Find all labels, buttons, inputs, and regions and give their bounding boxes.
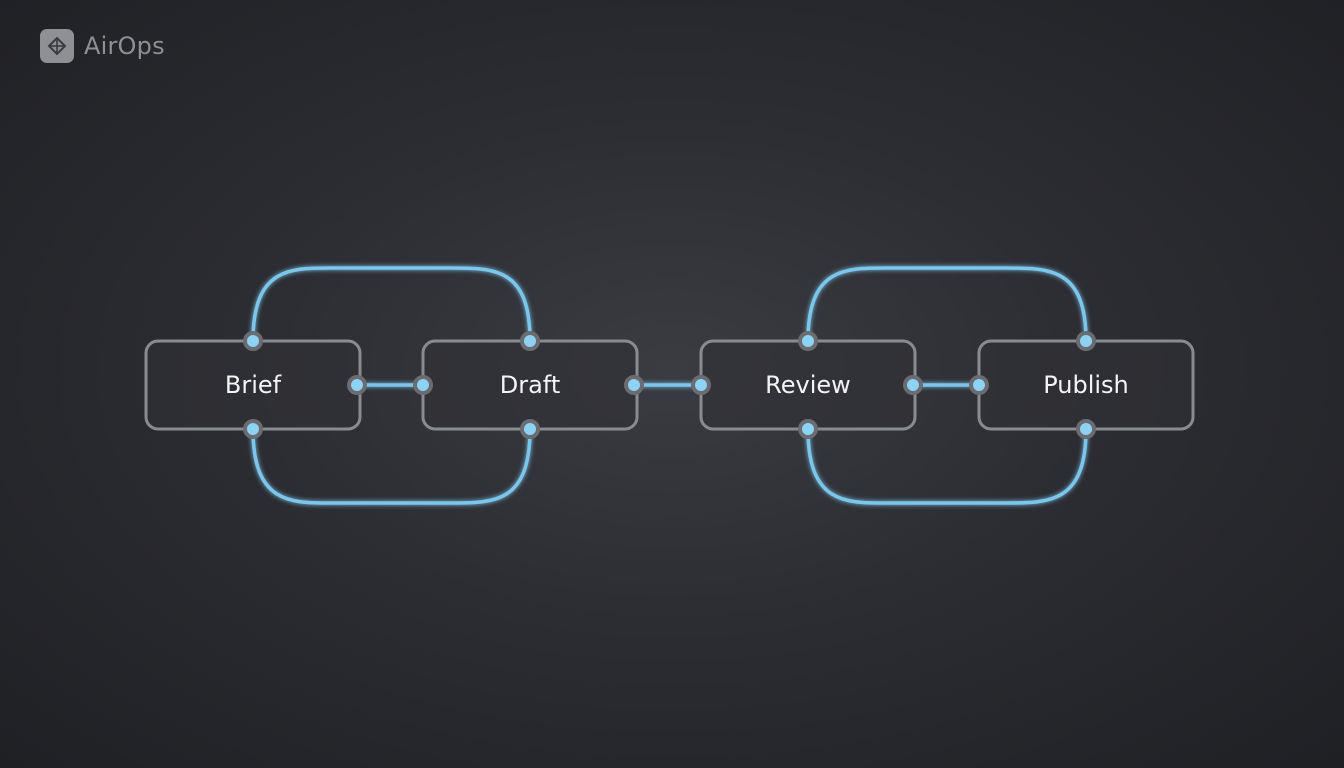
airops-logo-icon [40,29,74,63]
node-publish-label: Publish [1043,371,1129,399]
node-draft-label: Draft [500,371,561,399]
port-publish-top[interactable] [1076,331,1096,351]
port-review-left[interactable] [691,375,711,395]
port-review-right[interactable] [903,375,923,395]
node-publish[interactable]: Publish [977,339,1195,431]
port-brief-bottom[interactable] [243,419,263,439]
port-review-bottom[interactable] [798,419,818,439]
port-publish-bottom[interactable] [1076,419,1096,439]
edge-review-publish-loop-top [806,266,1088,342]
port-publish-left[interactable] [969,375,989,395]
brand-name: AirOps [84,32,165,60]
port-draft-left[interactable] [413,375,433,395]
brand-logo: AirOps [40,28,165,64]
edge-brief-draft-loop-top [251,266,532,342]
node-review[interactable]: Review [699,339,917,431]
edge-brief-draft-loop-bottom [251,428,532,505]
node-review-label: Review [765,371,851,399]
edge-review-publish-loop-bottom [806,428,1088,505]
port-review-top[interactable] [798,331,818,351]
port-draft-right[interactable] [624,375,644,395]
node-brief-label: Brief [225,371,282,399]
port-draft-bottom[interactable] [520,419,540,439]
node-draft[interactable]: Draft [421,339,639,431]
port-brief-right[interactable] [347,375,367,395]
node-brief[interactable]: Brief [144,339,362,431]
port-brief-top[interactable] [243,331,263,351]
port-draft-top[interactable] [520,331,540,351]
